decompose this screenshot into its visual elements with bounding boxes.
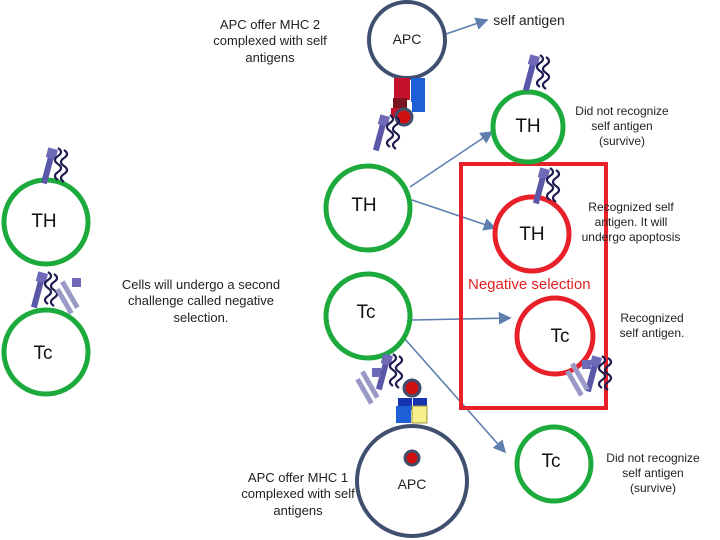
tc-center-label: Tc: [356, 302, 376, 323]
arrow-apc-self-antigen: [442, 17, 489, 36]
th-center-label: TH: [351, 195, 377, 216]
mhc1-complex: [396, 378, 428, 424]
arrow-th-to-survive: [409, 131, 494, 188]
tc-recognized-note: Recognized self antigen.: [619, 311, 685, 340]
self-antigen-label: self antigen: [493, 12, 565, 28]
tc-survive-cell: [514, 424, 594, 504]
tc-left-cell: [1, 307, 91, 397]
apc-top-label: APC: [392, 31, 422, 47]
th-survive-cell: [490, 89, 566, 165]
tc-center-cell: [323, 271, 413, 361]
th-apoptosis-label: TH: [519, 224, 545, 245]
apc-mhc2-label: APC offer MHC 2 complexed with self anti…: [213, 17, 327, 65]
tc-left-label: Tc: [33, 343, 53, 364]
apc-bottom-antigen: [403, 449, 421, 467]
self-antigen-dot-2: [402, 378, 422, 398]
th-survive-note: Did not recognize self antigen (survive): [575, 104, 669, 148]
tc-recognized-label: Tc: [550, 326, 570, 347]
tc-survive-note: Did not recognize self antigen (survive): [606, 451, 700, 495]
negative-selection-title: Negative selection: [468, 276, 591, 293]
arrow-tc-to-survive: [403, 337, 507, 454]
negative-challenge-text: Cells will undergo a second challenge ca…: [121, 277, 281, 325]
th-apoptosis-cell: [492, 194, 572, 274]
th-apoptosis-note: Recognized self antigen. It will undergo…: [581, 200, 681, 244]
th-center-cell: [323, 163, 413, 253]
th-left-label: TH: [31, 211, 57, 232]
apc-bottom-cell: [355, 424, 469, 538]
arrow-th-to-apoptosis: [411, 199, 497, 231]
apc-bottom-label: APC: [397, 476, 427, 492]
tc-recognized-cell: [514, 295, 596, 377]
th-survive-label: TH: [515, 116, 541, 137]
tc-survive-label: Tc: [541, 451, 561, 472]
apc-mhc1-label: APC offer MHC 1 complexed with self anti…: [241, 470, 355, 518]
arrows: [403, 17, 512, 454]
